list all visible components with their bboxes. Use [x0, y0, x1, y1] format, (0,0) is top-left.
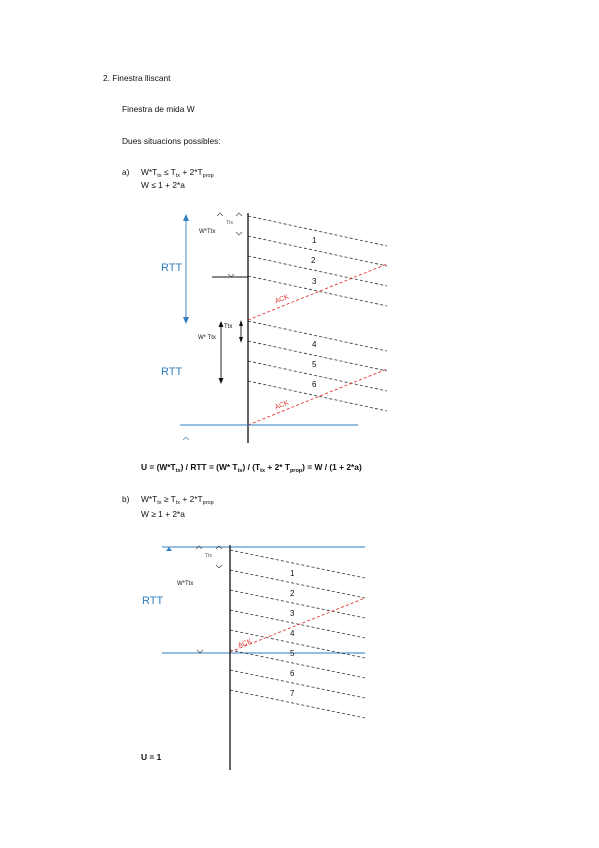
frame-number: 2 — [311, 256, 316, 265]
frame-number: 6 — [312, 380, 317, 389]
arrow-down-icon — [183, 317, 189, 324]
case-b-condition-1: W*Ttx ≥ Ttx + 2*Tprop — [141, 494, 214, 506]
frame-line — [247, 215, 388, 247]
frame-number: 1 — [290, 569, 295, 578]
wttx-label: W* Ttx — [198, 335, 216, 341]
frame-number: 5 — [312, 360, 317, 369]
frame-number: 7 — [290, 689, 295, 698]
frame-number: 6 — [290, 669, 295, 678]
case-b-label: b) — [122, 494, 130, 504]
frame-line — [229, 569, 366, 599]
frame-line — [229, 689, 366, 719]
frame-line — [247, 255, 388, 287]
ttx-label: Ttx — [226, 220, 233, 226]
frame-number: 3 — [312, 277, 317, 286]
frame-line — [247, 380, 388, 412]
ttx-label: Ttx — [224, 324, 233, 330]
ttx-label: Ttx — [205, 553, 212, 559]
arrow-down-icon — [239, 337, 243, 343]
frame-line — [229, 589, 366, 619]
frame-number: 4 — [290, 629, 295, 638]
frame-number: 1 — [312, 236, 317, 245]
arrow-up-icon — [183, 214, 189, 221]
frame-line — [229, 629, 366, 659]
frame-line — [247, 340, 388, 372]
wttx-label: W*Ttx — [199, 229, 216, 235]
frame-line — [247, 235, 388, 267]
frame-line — [247, 320, 388, 352]
ack-line — [229, 597, 366, 653]
tick-marks-icon — [182, 436, 190, 441]
frame-line — [247, 275, 388, 307]
tick-marks-icon — [195, 545, 223, 654]
case-b-condition-2: W ≥ 1 + 2*a — [141, 509, 185, 519]
frame-number: 3 — [290, 609, 295, 618]
rtt-label: RTT — [161, 366, 183, 378]
arrow-down-icon — [218, 378, 224, 384]
case-a-condition-2: W ≤ 1 + 2*a — [141, 180, 185, 190]
frame-number: 2 — [290, 589, 295, 598]
case-a-label: a) — [122, 167, 130, 177]
rtt-label: RTT — [142, 595, 164, 607]
arrow-up-icon — [239, 320, 243, 326]
frame-line — [229, 669, 366, 699]
situations-text: Dues situacions possibles: — [122, 136, 221, 146]
wttx-label: W*Ttx — [177, 581, 194, 587]
tick-marks-icon — [216, 212, 243, 278]
ack-line — [247, 368, 388, 426]
diagram-a-frames — [247, 215, 388, 412]
case-a-utilization: U = (W*Ttx) / RTT = (W* Ttx) / (Ttx + 2*… — [141, 462, 362, 474]
arrow-up-icon — [218, 321, 224, 327]
frame-number: 4 — [312, 340, 317, 349]
rtt-label: RTT — [161, 262, 183, 274]
case-a-condition-1: W*Ttx ≤ Ttx + 2*Tprop — [141, 167, 214, 179]
section-heading: 2. Finestra lliscant — [103, 73, 171, 83]
ack-line — [247, 263, 388, 321]
frame-line — [229, 549, 366, 579]
frame-line — [229, 609, 366, 639]
diagram-b-frames — [229, 549, 366, 719]
frame-number: 5 — [290, 649, 295, 658]
frame-line — [247, 360, 388, 392]
frame-line — [229, 649, 366, 679]
arrow-up-icon — [166, 547, 172, 551]
case-b-utilization: U = 1 — [141, 752, 162, 762]
window-size-text: Finestra de mida W — [122, 104, 195, 114]
